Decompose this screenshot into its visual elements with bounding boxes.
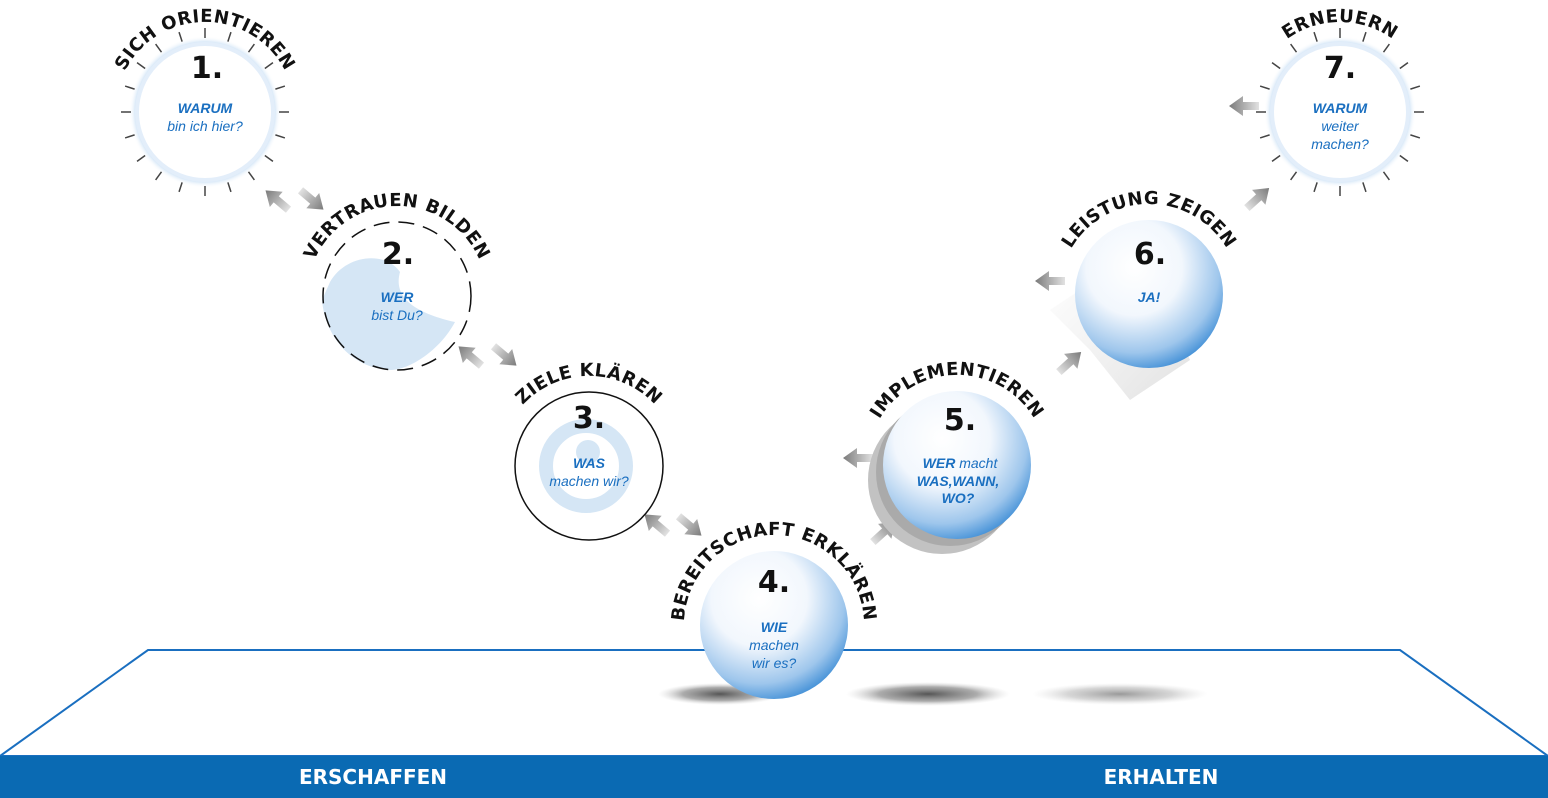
step-7: ERNEUERN 7. WARUM weiter machen? xyxy=(1256,6,1424,196)
arrow-up-icon xyxy=(1052,344,1088,380)
step-number: 5. xyxy=(944,403,976,438)
sun-ray xyxy=(247,171,255,181)
arrow-up-icon xyxy=(1240,180,1276,216)
step-question-1: WER xyxy=(381,289,415,305)
sun-ray xyxy=(1410,134,1421,139)
step-question-2: weiter xyxy=(1321,118,1360,134)
sun-ray xyxy=(1313,182,1318,193)
sun-ray xyxy=(1362,182,1367,193)
sun-ray xyxy=(1382,43,1390,53)
sun-ray xyxy=(136,154,146,162)
step-question-who: WER xyxy=(923,455,957,471)
sun-ray xyxy=(124,134,135,139)
sun-ray xyxy=(275,134,286,139)
ball-shadow-6 xyxy=(1032,683,1208,705)
sun-ray xyxy=(264,62,274,70)
sun-ray xyxy=(275,85,286,90)
step-question-1: WARUM xyxy=(1313,100,1368,116)
sun-ray xyxy=(1399,62,1409,70)
sun-ray xyxy=(1290,171,1298,181)
step-question-2: bin ich hier? xyxy=(167,118,243,134)
sun-ray xyxy=(1313,31,1318,42)
sun-ray xyxy=(264,154,274,162)
sun-ray xyxy=(1259,85,1270,90)
step-number: 4. xyxy=(758,565,790,600)
step-5: IMPLEMENTIEREN 5. WER macht WAS,WANN, WO… xyxy=(866,359,1047,554)
sun-ray xyxy=(124,85,135,90)
step-question-3: wir es? xyxy=(752,655,797,671)
sun-ray xyxy=(155,43,163,53)
step-question-does: macht xyxy=(955,455,998,471)
band-label-left: ERSCHAFFEN xyxy=(299,765,447,789)
sun-ray xyxy=(1290,43,1298,53)
step-question-2: machen wir? xyxy=(549,473,629,489)
step-number: 1. xyxy=(191,51,223,86)
sun-ray xyxy=(1271,154,1281,162)
step-6: LEISTUNG ZEIGEN 6. JA! xyxy=(1050,188,1240,400)
sun-ray xyxy=(1382,171,1390,181)
step-number: 2. xyxy=(382,237,414,272)
step-question-3: WO? xyxy=(942,490,975,506)
step-question-1: WARUM xyxy=(178,100,233,116)
step-question-2: WAS,WANN, xyxy=(917,473,999,489)
step-number: 3. xyxy=(573,401,605,436)
bottom-band xyxy=(0,756,1548,798)
sun-ray xyxy=(1259,134,1270,139)
sun-ray xyxy=(227,31,232,42)
step-question-3: machen? xyxy=(1311,136,1369,152)
step-question-1: JA! xyxy=(1138,289,1161,305)
step-question-2: machen xyxy=(749,637,799,653)
sun-ray xyxy=(178,182,183,193)
sun-ray xyxy=(136,62,146,70)
sun-ray xyxy=(155,171,163,181)
arrow-left-icon xyxy=(843,448,873,468)
double-arrow-icon xyxy=(259,182,330,218)
step-3: ZIELE KLÄREN 3. WAS machen wir? xyxy=(512,360,666,541)
sun-ray xyxy=(247,43,255,53)
step-question-1: WER macht xyxy=(923,455,999,471)
sun-ray xyxy=(178,31,183,42)
step-2: VERTRAUEN BILDEN 2. WER bist Du? xyxy=(300,190,494,371)
ball-shadow-5 xyxy=(846,682,1010,706)
band-label-right: ERHALTEN xyxy=(1104,765,1219,789)
sun-rays-icon xyxy=(121,28,289,196)
floor-platform xyxy=(0,649,1548,798)
sun-ray xyxy=(1410,85,1421,90)
step-number: 6. xyxy=(1134,237,1166,272)
double-arrow-icon xyxy=(452,338,523,374)
step-question-1: WIE xyxy=(761,619,788,635)
arrow-left-icon xyxy=(1035,271,1065,291)
step-number: 7. xyxy=(1324,51,1356,86)
sun-ray xyxy=(1399,154,1409,162)
step-question-2: bist Du? xyxy=(371,307,423,323)
arrow-left-icon xyxy=(1229,96,1259,116)
sun-ray xyxy=(1271,62,1281,70)
step-1: SICH ORIENTIEREN 1. WARUM bin ich hier? xyxy=(111,6,299,196)
sun-ray xyxy=(1362,31,1367,42)
sun-ray xyxy=(227,182,232,193)
sun-rays-icon xyxy=(1256,28,1424,196)
double-arrow-icon xyxy=(638,506,708,544)
step-question-1: WAS xyxy=(573,455,606,471)
